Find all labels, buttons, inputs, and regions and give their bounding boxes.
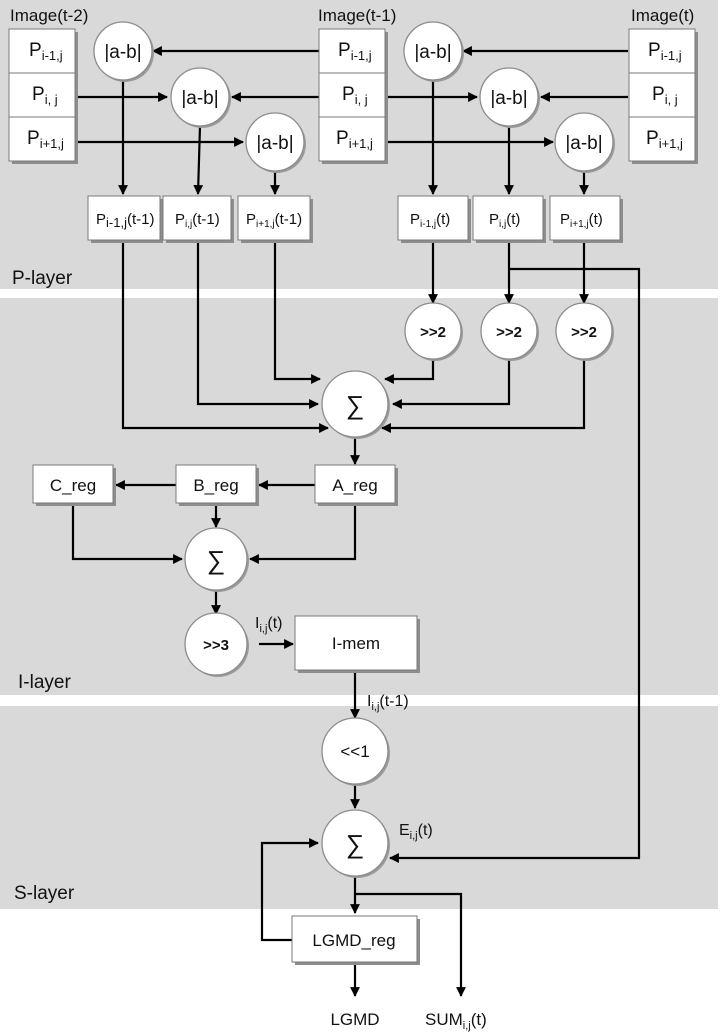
shift-right-2-node-prev: >>2 [404, 302, 463, 361]
svg-text:I-mem: I-mem [332, 634, 380, 653]
lgmd-output-label: LGMD [330, 1010, 379, 1029]
svg-text:Pi-1,j(t): Pi-1,j(t) [410, 211, 450, 230]
spatial-sum-node: ∑ [321, 370, 390, 439]
absdiff-node-prev-t1: |a-b| [93, 21, 154, 82]
svg-text:|a-b|: |a-b| [490, 88, 527, 109]
image-t-minus-1-column: Pi-1,j Pi, j Pi+1,j [318, 28, 388, 164]
shift-right-2-node-curr: >>2 [480, 302, 539, 361]
svg-text:LGMD_reg: LGMD_reg [312, 931, 395, 950]
pixel-label-next-row: Pi+1,j [646, 128, 683, 151]
svg-text:B_reg: B_reg [193, 476, 238, 495]
sum-output-label: SUMi,j(t) [425, 1010, 487, 1032]
i-layer-label: I-layer [18, 672, 71, 693]
pixel-label-prev-row: Pi-1,j [338, 40, 372, 63]
absdiff-node-next-t: |a-b| [554, 112, 615, 173]
image-t-minus-2-label: Image(t-2) [10, 6, 88, 25]
b-reg-box: B_reg [175, 464, 259, 506]
svg-text:>>3: >>3 [203, 637, 229, 654]
p-output-curr-t: Pi,j(t) [472, 195, 546, 243]
svg-text:>>2: >>2 [420, 324, 446, 341]
svg-text:<<1: <<1 [340, 742, 369, 761]
i-mem-box: I-mem [294, 615, 420, 673]
signal-i-t-label: Ii,j(t) [255, 615, 283, 635]
c-reg-box: C_reg [32, 464, 116, 506]
image-t-column: Pi-1,j Pi, j Pi+1,j [628, 28, 698, 164]
svg-text:∑: ∑ [207, 545, 226, 575]
pixel-label-curr-row: Pi, j [652, 84, 678, 107]
excitation-sum-node: ∑ [321, 809, 390, 878]
svg-text:|a-b|: |a-b| [181, 88, 218, 109]
svg-text:A_reg: A_reg [332, 476, 377, 495]
pixel-cell-curr-row [628, 72, 696, 118]
shift-right-2-node-next: >>2 [555, 302, 614, 361]
pixel-cell-next-row [318, 116, 386, 162]
pixel-cell-prev-row [318, 28, 386, 74]
pixel-cell-prev-row [628, 28, 696, 74]
signal-e-t-label: Ei,j(t) [399, 822, 433, 842]
p-output-prev-t: Pi-1,j(t) [397, 195, 471, 243]
svg-text:∑: ∑ [346, 390, 365, 420]
p-layer-label: P-layer [12, 268, 73, 289]
pixel-cell-prev-row [8, 28, 76, 74]
svg-text:|a-b|: |a-b| [104, 42, 141, 63]
svg-text:>>2: >>2 [571, 324, 597, 341]
image-t-minus-1-label: Image(t-1) [318, 6, 396, 25]
svg-text:|a-b|: |a-b| [256, 133, 293, 154]
pixel-cell-curr-row [8, 72, 76, 118]
lgmd-reg-box: LGMD_reg [291, 915, 420, 965]
s-layer-label: S-layer [14, 883, 75, 904]
svg-text:|a-b|: |a-b| [565, 133, 602, 154]
pixel-label-next-row: Pi+1,j [27, 128, 64, 151]
svg-text:>>2: >>2 [496, 324, 522, 341]
pixel-label-curr-row: Pi, j [32, 84, 58, 107]
absdiff-node-next-t1: |a-b| [245, 112, 306, 173]
image-t-minus-2-column: Pi-1,j Pi, j Pi+1,j [8, 28, 78, 164]
pixel-cell-next-row [8, 116, 76, 162]
pixel-label-prev-row: Pi-1,j [648, 40, 682, 63]
pixel-cell-curr-row [318, 72, 386, 118]
p-output-prev-t1: Pi-1,j(t-1) [87, 195, 163, 243]
image-t-label: Image(t) [631, 6, 694, 25]
svg-text:Pi+1,j(t): Pi+1,j(t) [560, 211, 603, 230]
p-output-next-t: Pi+1,j(t) [549, 195, 623, 243]
absdiff-node-curr-t: |a-b| [479, 67, 540, 128]
a-reg-box: A_reg [314, 464, 398, 506]
pixel-label-curr-row: Pi, j [342, 84, 368, 107]
pixel-label-prev-row: Pi-1,j [29, 40, 63, 63]
p-output-next-t1: Pi+1,j(t-1) [237, 195, 313, 243]
svg-text:Pi-1,j(t-1): Pi-1,j(t-1) [96, 211, 154, 230]
svg-text:|a-b|: |a-b| [414, 42, 451, 63]
pixel-cell-next-row [628, 116, 696, 162]
absdiff-node-prev-t: |a-b| [403, 21, 464, 82]
absdiff-node-curr-t1: |a-b| [170, 67, 231, 128]
shift-left-1-node: <<1 [321, 717, 390, 786]
shift-right-3-node: >>3 [184, 612, 249, 677]
svg-text:C_reg: C_reg [50, 476, 96, 495]
pixel-label-next-row: Pi+1,j [336, 128, 373, 151]
svg-text:∑: ∑ [346, 829, 365, 859]
signal-i-t-minus-1-label: Ii,j(t-1) [367, 693, 409, 713]
wires [71, 46, 641, 997]
svg-text:Pi,j(t-1): Pi,j(t-1) [175, 211, 220, 230]
svg-text:Pi+1,j(t-1): Pi+1,j(t-1) [246, 211, 302, 230]
svg-text:Pi,j(t): Pi,j(t) [489, 211, 520, 230]
p-output-curr-t1: Pi,j(t-1) [162, 195, 234, 243]
temporal-sum-node: ∑ [184, 527, 249, 592]
